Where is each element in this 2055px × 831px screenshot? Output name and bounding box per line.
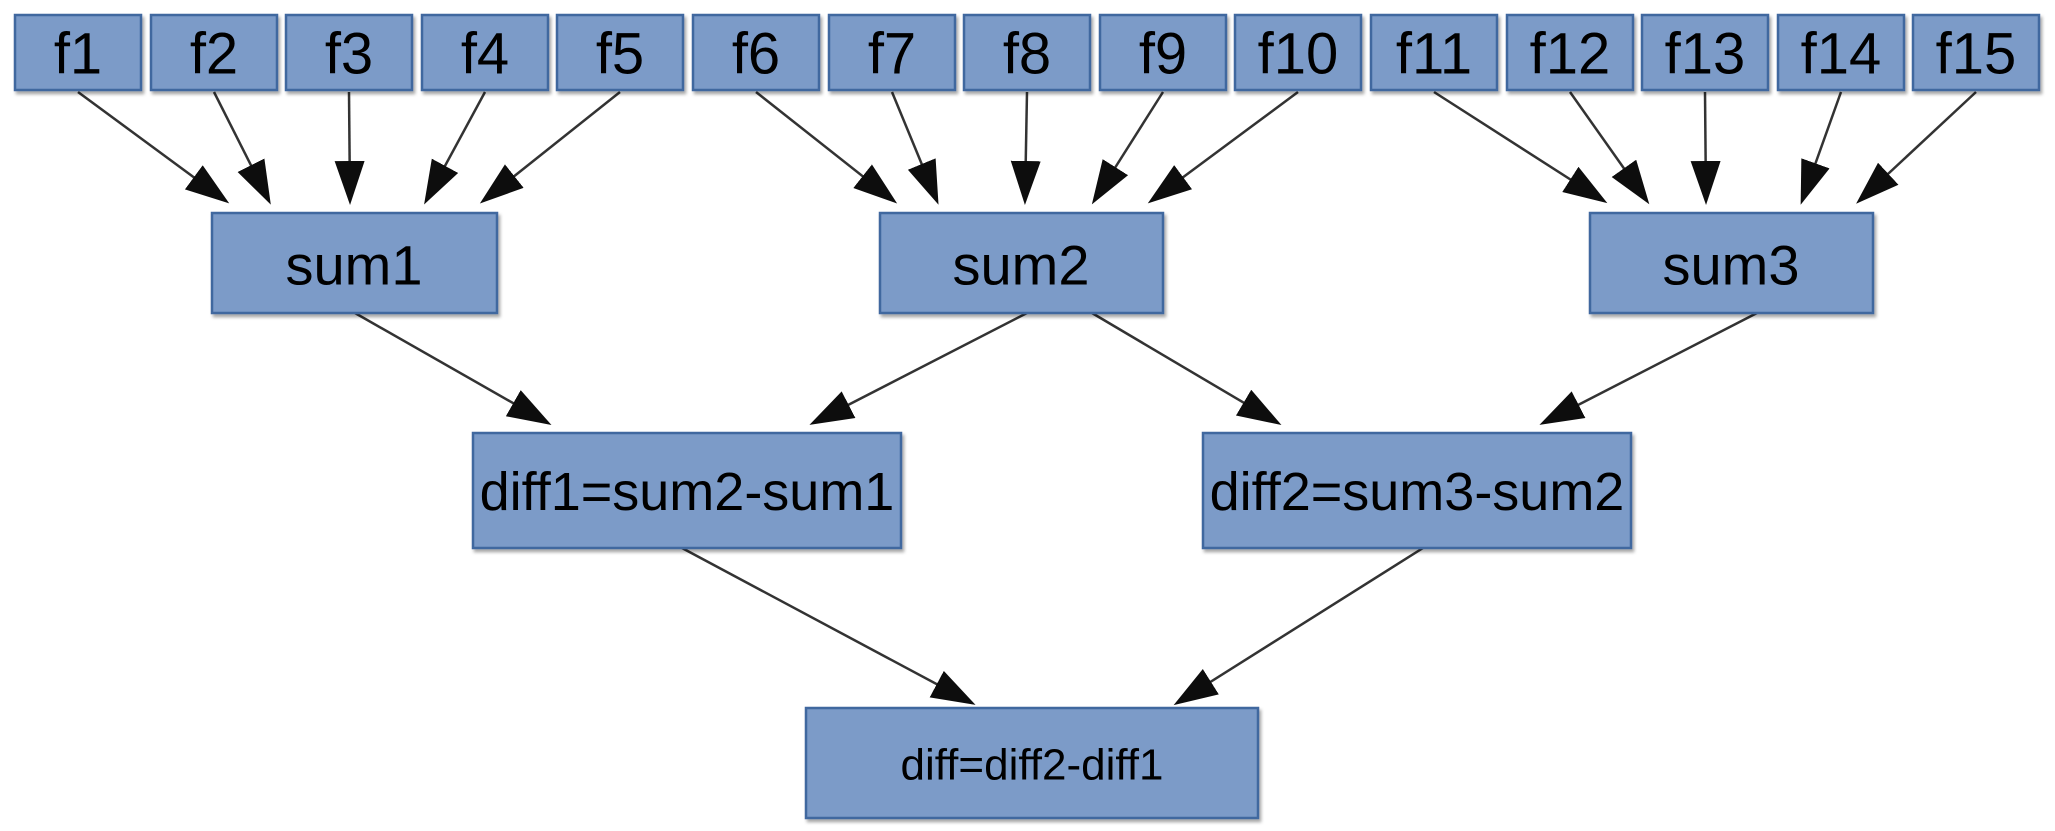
node-f13: f13 xyxy=(1640,13,1770,92)
node-sum2-box xyxy=(878,211,1165,315)
edge-f2-sum1 xyxy=(212,91,271,205)
node-f10-label: f10 xyxy=(1258,22,1339,87)
node-f15-box xyxy=(1911,13,2041,92)
edge-f4-sum1 xyxy=(424,91,487,205)
edge-sum3-diff2 xyxy=(1539,311,1758,425)
node-f13-label: f13 xyxy=(1665,22,1746,87)
edge-f1-sum1 xyxy=(77,90,230,204)
sum-row: sum1 sum2 sum3 xyxy=(210,211,1875,315)
node-f14: f14 xyxy=(1776,13,1906,92)
node-f10-box xyxy=(1233,13,1363,92)
node-f6-label: f6 xyxy=(732,22,780,87)
node-f14-box xyxy=(1776,13,1906,92)
edge-f6-sum2 xyxy=(755,91,898,204)
node-f2-label: f2 xyxy=(190,22,238,87)
node-f12-label: f12 xyxy=(1530,22,1611,87)
node-f1-label: f1 xyxy=(54,22,102,87)
node-f13-box xyxy=(1640,13,1770,92)
node-f8: f8 xyxy=(962,13,1092,92)
node-diff2-box xyxy=(1201,431,1633,550)
node-sum1-label: sum1 xyxy=(286,234,423,297)
edge-sum2-diff1 xyxy=(809,311,1028,425)
node-diff1-label: diff1=sum2-sum1 xyxy=(480,462,895,522)
node-diff1: diff1=sum2-sum1 xyxy=(471,431,903,550)
edge-f7-sum2 xyxy=(890,91,939,205)
node-f5: f5 xyxy=(555,13,685,92)
node-diff1-box xyxy=(471,431,903,550)
diff-row: diff1=sum2-sum1 diff2=sum3-sum2 xyxy=(471,431,1633,550)
node-f2: f2 xyxy=(149,13,279,92)
node-f14-label: f14 xyxy=(1801,22,1882,87)
node-sum3-box xyxy=(1588,211,1875,315)
node-f4: f4 xyxy=(420,13,550,92)
edge-f3-sum1 xyxy=(334,91,365,205)
node-f8-label: f8 xyxy=(1003,22,1051,87)
edge-diff2-diff xyxy=(1173,546,1424,706)
node-f1-box xyxy=(13,13,143,92)
node-f7-label: f7 xyxy=(868,22,916,87)
node-f5-label: f5 xyxy=(596,22,644,87)
node-f4-label: f4 xyxy=(461,22,509,87)
node-f11: f11 xyxy=(1369,13,1499,92)
node-f3-label: f3 xyxy=(325,22,373,87)
node-f3: f3 xyxy=(284,13,414,92)
node-f2-box xyxy=(149,13,279,92)
edge-f12-sum3 xyxy=(1568,91,1650,205)
node-f12-box xyxy=(1505,13,1635,92)
node-f8-box xyxy=(962,13,1092,92)
edge-f15-sum3 xyxy=(1856,91,1977,204)
node-sum1: sum1 xyxy=(210,211,499,315)
edge-f13-sum3 xyxy=(1690,91,1721,205)
node-f6: f6 xyxy=(691,13,821,92)
node-f11-box xyxy=(1369,13,1499,92)
input-row: f1 f2 f3 f4 f5 f6 f7 f8 xyxy=(13,13,2041,92)
node-f3-box xyxy=(284,13,414,92)
edge-f10-sum2 xyxy=(1147,90,1299,204)
node-f10: f10 xyxy=(1233,13,1363,92)
node-diff-box xyxy=(804,706,1260,820)
node-f9-box xyxy=(1098,13,1228,92)
node-sum3-label: sum3 xyxy=(1663,234,1800,297)
node-f15: f15 xyxy=(1911,13,2041,92)
edge-sum2-diff2 xyxy=(1091,311,1282,426)
edge-f5-sum1 xyxy=(479,91,621,204)
node-f15-label: f15 xyxy=(1936,22,2017,87)
node-f7-box xyxy=(827,13,957,92)
edge-f14-sum3 xyxy=(1800,91,1843,205)
edge-sum1-diff1 xyxy=(354,311,552,425)
edge-diff1-diff xyxy=(681,546,976,705)
node-f4-box xyxy=(420,13,550,92)
node-sum3: sum3 xyxy=(1588,211,1875,315)
node-diff-label: diff=diff2-diff1 xyxy=(901,741,1164,790)
node-diff2: diff2=sum3-sum2 xyxy=(1201,431,1633,550)
edge-group xyxy=(77,90,1977,706)
node-f9-label: f9 xyxy=(1139,22,1187,87)
node-sum1-box xyxy=(210,211,499,315)
edge-f9-sum2 xyxy=(1091,91,1165,205)
edge-f11-sum3 xyxy=(1433,90,1608,204)
node-sum2-label: sum2 xyxy=(953,234,1090,297)
node-f6-box xyxy=(691,13,821,92)
node-diff2-label: diff2=sum3-sum2 xyxy=(1210,462,1625,522)
node-sum2: sum2 xyxy=(878,211,1165,315)
node-f9: f9 xyxy=(1098,13,1228,92)
node-f1: f1 xyxy=(13,13,143,92)
node-f5-box xyxy=(555,13,685,92)
node-f11-label: f11 xyxy=(1396,22,1472,87)
node-f12: f12 xyxy=(1505,13,1635,92)
node-f7: f7 xyxy=(827,13,957,92)
node-diff: diff=diff2-diff1 xyxy=(804,706,1260,820)
edge-f8-sum2 xyxy=(1010,91,1041,205)
